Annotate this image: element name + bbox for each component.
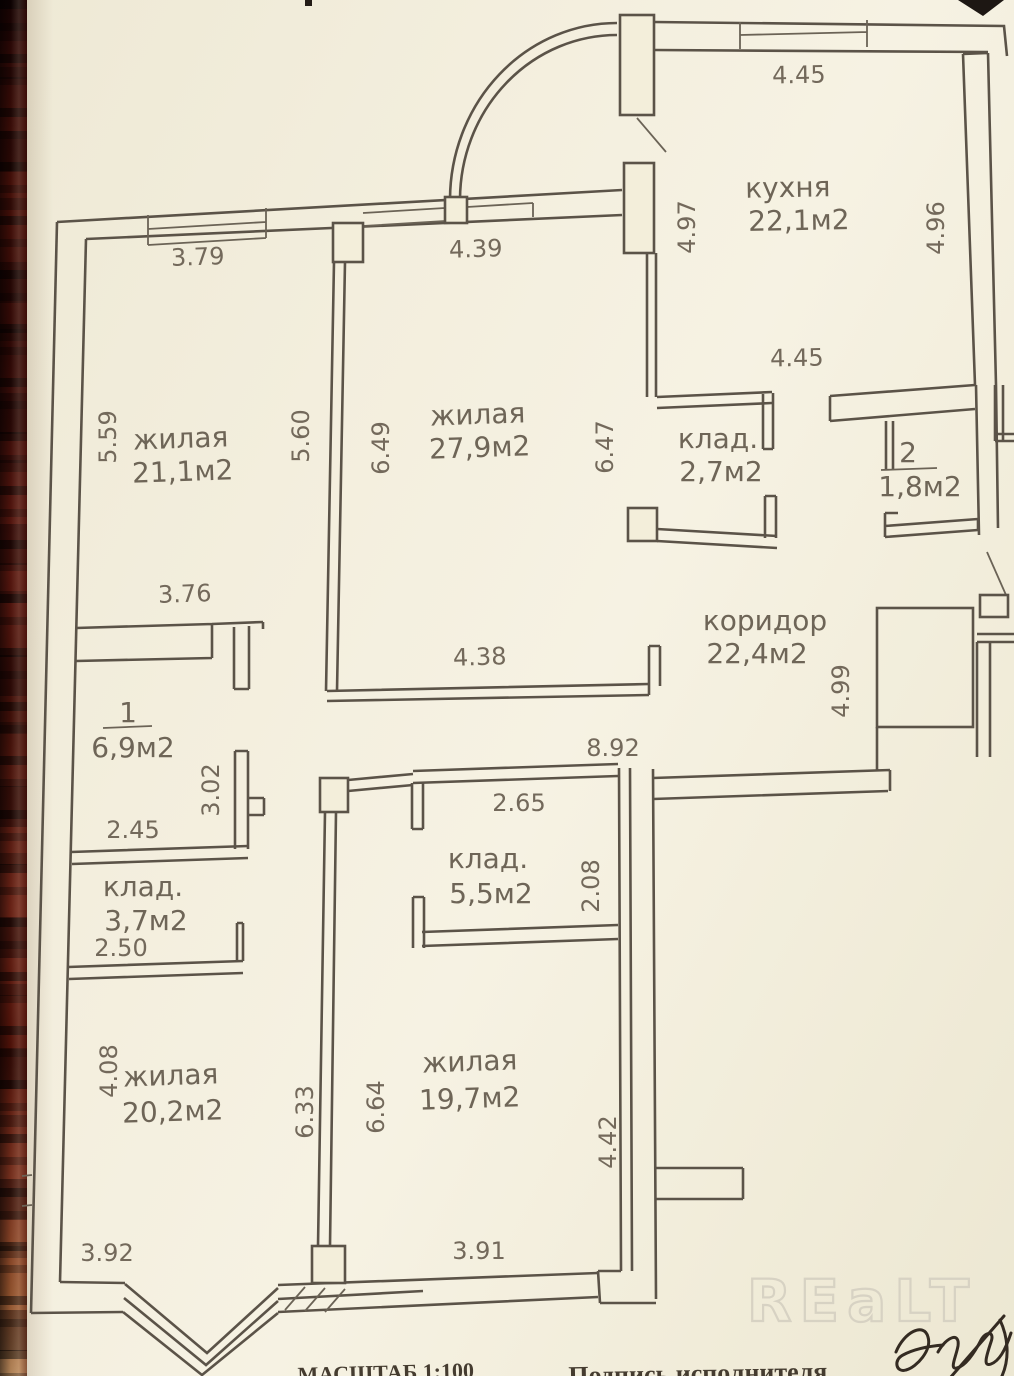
room-area-klad37: 3,7м2 bbox=[104, 904, 187, 937]
room2-underline bbox=[880, 467, 938, 471]
klad27-walls bbox=[656, 390, 778, 550]
room-area-klad27: 2,7м2 bbox=[679, 455, 762, 488]
dim-corridor-right: 4.99 bbox=[827, 664, 855, 717]
dim-living279-left: 6.49 bbox=[367, 421, 395, 474]
dim-kitchen-top: 4.45 bbox=[772, 61, 826, 90]
living197-walls bbox=[277, 767, 745, 1314]
executor-signature bbox=[894, 1314, 1013, 1376]
dimension-labels: 3.79 4.39 4.45 4.97 4.96 4.45 5.59 5.60 … bbox=[80, 61, 950, 1267]
wall-piers bbox=[310, 13, 659, 1285]
room-area-2: 1,8м2 bbox=[878, 470, 961, 503]
room-name-klad55: клад. bbox=[448, 842, 528, 875]
dim-corridor-length: 8.92 bbox=[586, 734, 639, 762]
room-name-living211: жилая bbox=[132, 420, 228, 456]
bay-window-walls bbox=[30, 1280, 279, 1376]
dim-room1-bottom: 2.45 bbox=[106, 816, 159, 844]
dim-living202-bottom: 3.92 bbox=[80, 1239, 133, 1267]
scale-label: МАСШТАБ 1:100 bbox=[297, 1358, 474, 1376]
room-name-living197: жилая bbox=[421, 1043, 517, 1079]
room-area-living202: 20,2м2 bbox=[121, 1093, 223, 1130]
dim-living197-left: 6.64 bbox=[362, 1080, 390, 1133]
room-area-corridor: 22,4м2 bbox=[706, 637, 807, 670]
room-name-klad27: клад. bbox=[678, 422, 758, 455]
room-name-living202: жилая bbox=[122, 1057, 218, 1093]
dim-living202-right: 6.33 bbox=[291, 1085, 319, 1138]
dim-kitchen-bottom: 4.45 bbox=[770, 344, 824, 373]
dim-living197-right: 4.42 bbox=[594, 1115, 622, 1168]
dim-kitchen-left: 4.97 bbox=[673, 200, 701, 253]
room-name-klad37: клад. bbox=[103, 870, 183, 903]
scan-artifacts bbox=[305, 0, 1004, 16]
dim-living202-left: 4.08 bbox=[95, 1044, 123, 1097]
room-area-1: 6,9м2 bbox=[91, 731, 174, 764]
room-area-living197: 19,7м2 bbox=[418, 1080, 520, 1117]
balcony-arc bbox=[448, 21, 618, 200]
dim-living211-left: 5.59 bbox=[94, 410, 122, 463]
klad55-walls bbox=[410, 762, 619, 948]
kitchen-walls bbox=[645, 20, 1009, 423]
room-name-living279: жилая bbox=[429, 396, 525, 432]
dim-top-living211: 3.79 bbox=[171, 242, 225, 272]
dim-living279-right: 6.47 bbox=[591, 420, 619, 473]
room2-walls bbox=[883, 384, 1014, 539]
dim-klad55-top: 2.65 bbox=[492, 789, 545, 817]
room-area-kitchen: 22,1м2 bbox=[748, 203, 850, 238]
dim-klad37-bottom: 2.50 bbox=[94, 934, 147, 962]
kitchen-door-swing bbox=[636, 117, 667, 153]
scan-edge-strip bbox=[0, 0, 27, 1376]
living279-walls bbox=[324, 261, 662, 703]
room-name-kitchen: кухня bbox=[745, 170, 831, 204]
dim-kitchen-right: 4.96 bbox=[922, 201, 950, 254]
room-area-klad55: 5,5м2 bbox=[449, 877, 532, 910]
room-name-corridor: коридор bbox=[703, 604, 827, 637]
room-area-living279: 27,9м2 bbox=[428, 429, 530, 466]
dim-living279-bottom: 4.38 bbox=[453, 642, 507, 672]
dim-living197-bottom: 3.91 bbox=[452, 1237, 505, 1265]
dim-room1-right: 3.02 bbox=[197, 763, 225, 816]
room-num-1: 1 bbox=[119, 696, 137, 729]
top-windows bbox=[147, 202, 534, 246]
dim-living211-right: 5.60 bbox=[287, 409, 315, 462]
dim-room1-top: 3.76 bbox=[158, 579, 212, 609]
room-labels: кухня 22,1м2 жилая 21,1м2 жилая 27,9м2 к… bbox=[91, 170, 961, 1130]
realt-watermark: REaLT bbox=[747, 1267, 977, 1335]
dim-top-living279: 4.39 bbox=[449, 234, 503, 264]
scan-shadow bbox=[27, 0, 53, 1376]
room1-klad37-walls bbox=[67, 620, 266, 981]
dim-klad55-right: 2.08 bbox=[577, 859, 605, 912]
corridor-walls bbox=[316, 551, 1014, 1247]
signature-caption: Подпись исполнителя bbox=[568, 1357, 828, 1376]
room-num-2: 2 bbox=[899, 436, 917, 469]
room1-underline bbox=[102, 725, 153, 729]
room-area-living211: 21,1м2 bbox=[131, 453, 233, 490]
